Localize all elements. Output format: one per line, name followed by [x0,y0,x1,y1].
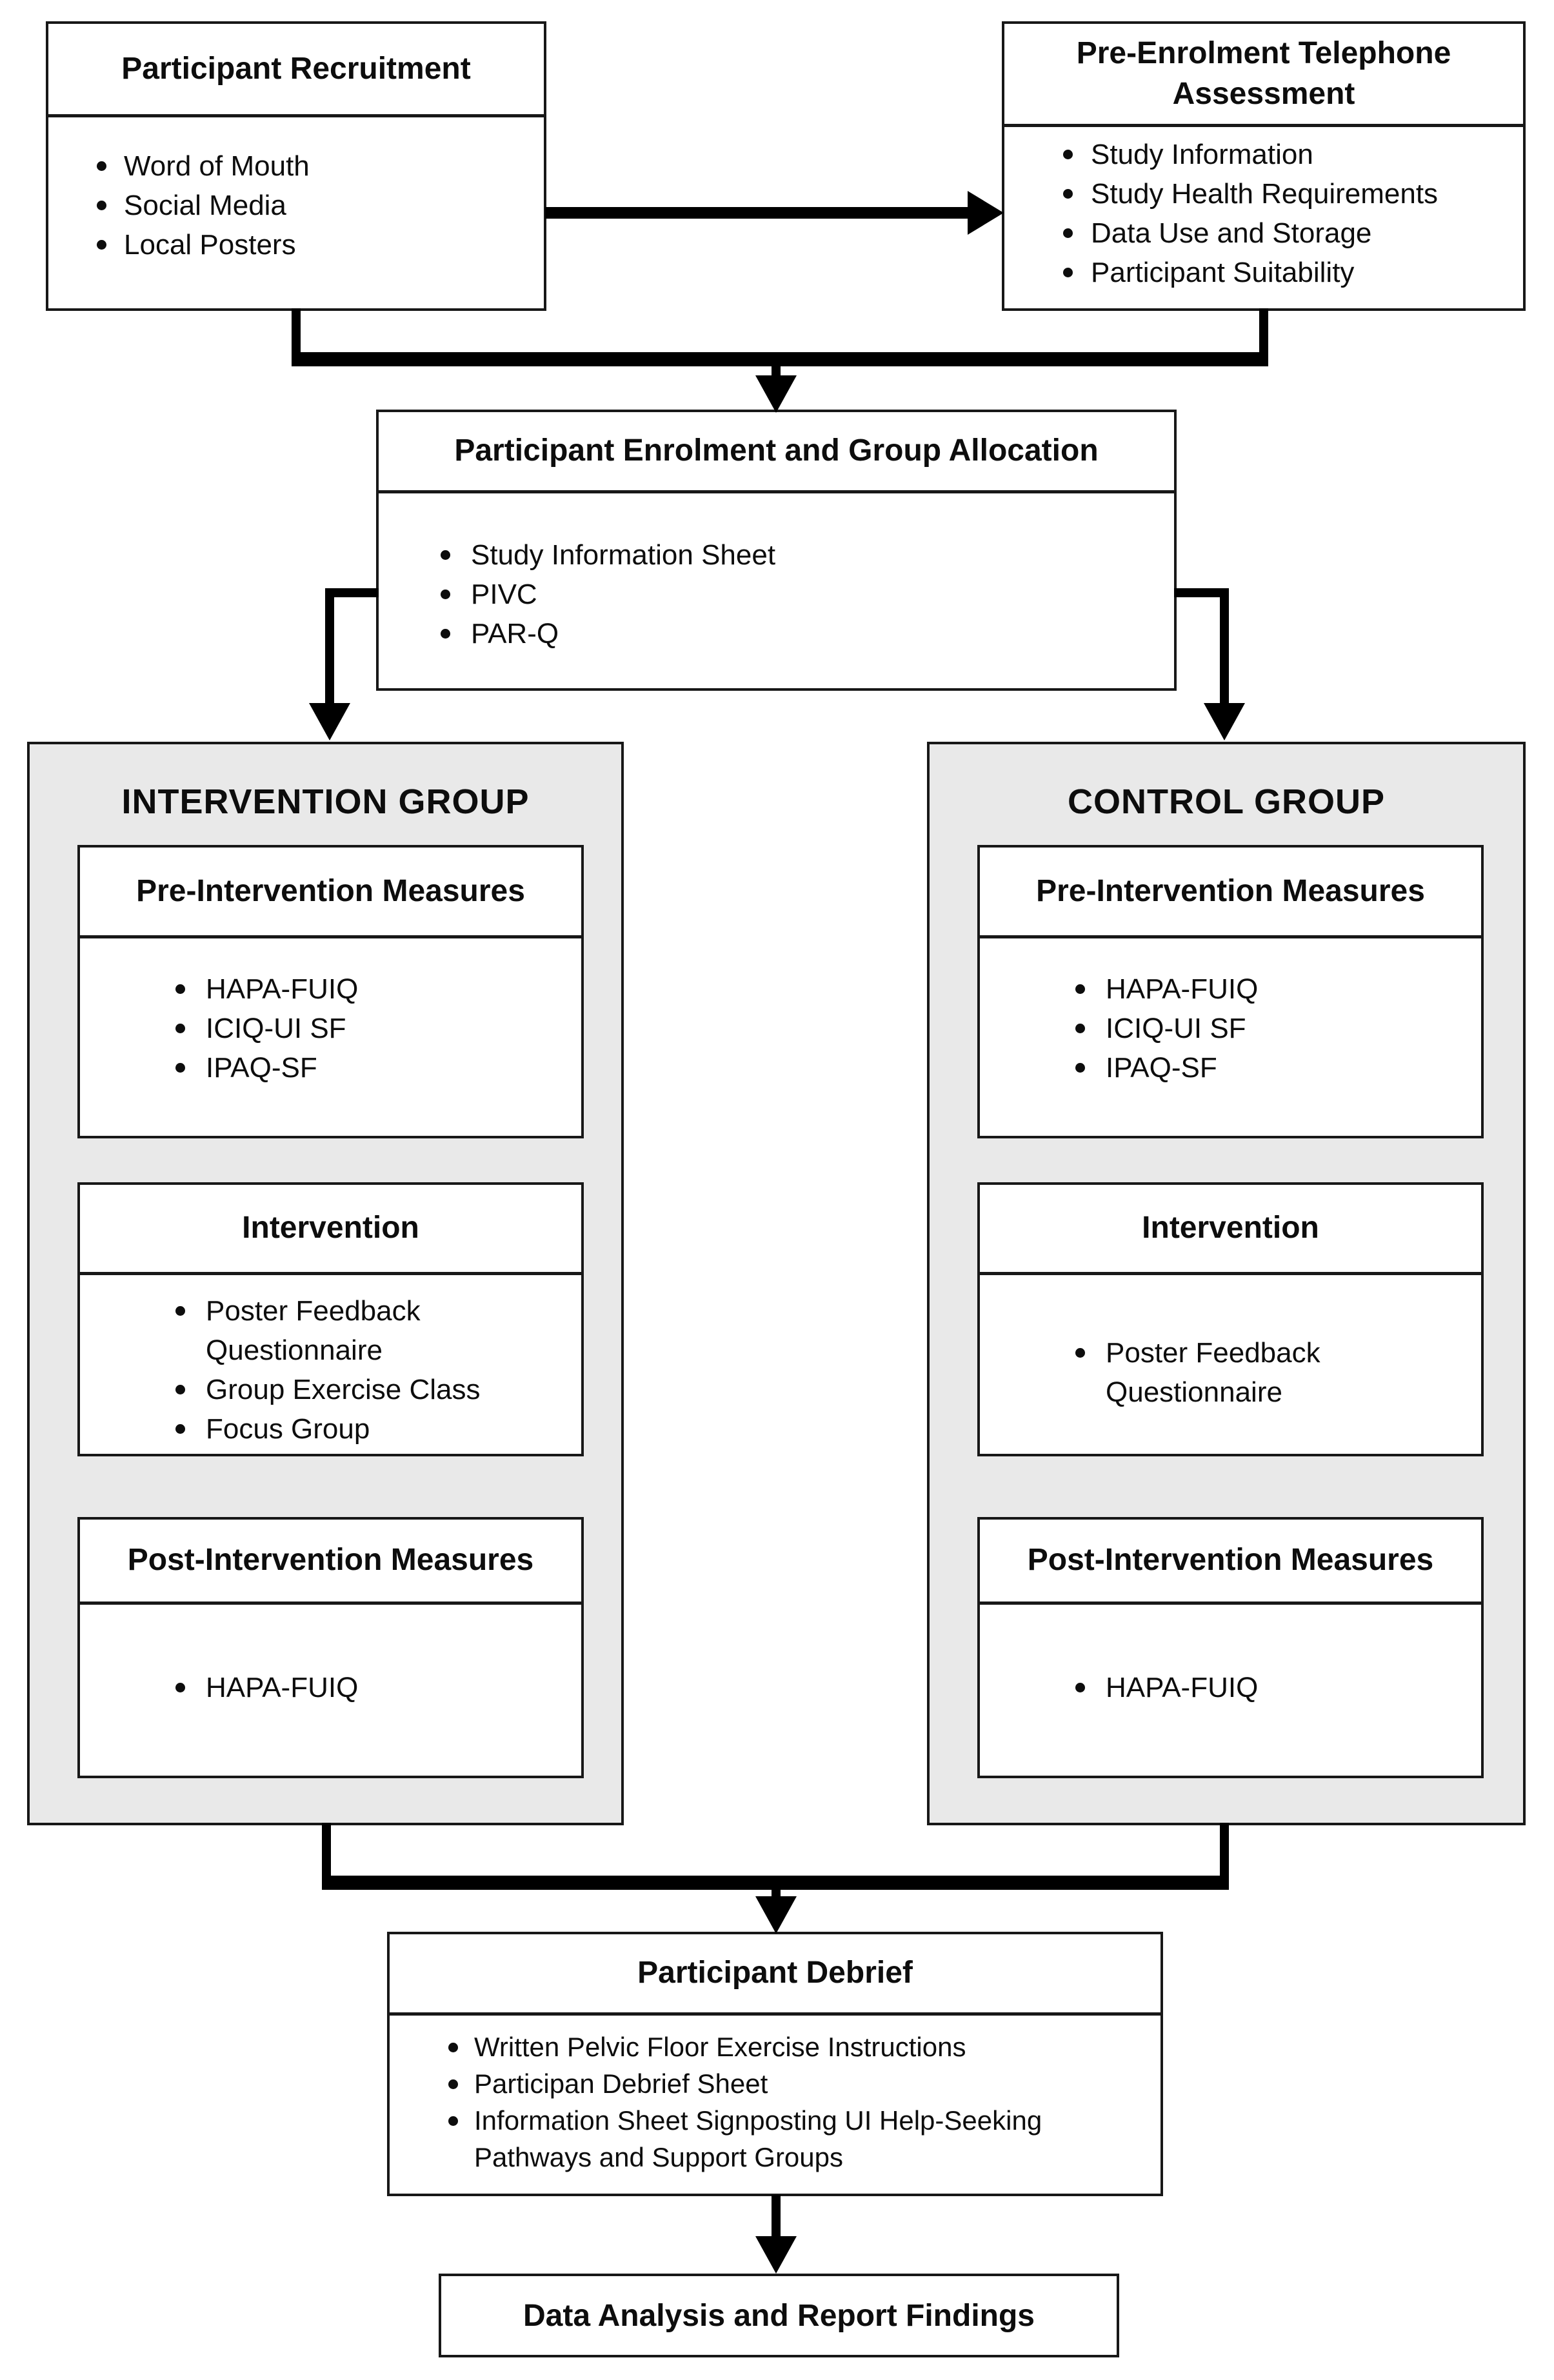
section-header: Pre-Intervention Measures [80,848,581,938]
list-item: PIVC [441,575,1148,614]
arrow-down-icon [309,703,350,740]
assessment-down-line [1259,308,1268,364]
arrow-down-icon [1204,703,1245,740]
section-body: Poster Feedback Questionnaire Group Exer… [80,1275,581,1454]
list-item: Word of Mouth [97,146,518,186]
enrolment-title: Participant Enrolment and Group Allocati… [454,433,1099,468]
list-item: Social Media [97,186,518,225]
debrief-down-line [772,2195,781,2237]
control-post-measures-box: Post-Intervention Measures HAPA-FUIQ [977,1517,1484,1778]
intervention-group-panel: INTERVENTION GROUP Pre-Intervention Meas… [27,742,624,1825]
section-title: Pre-Intervention Measures [136,873,525,908]
list-item: IPAQ-SF [175,1048,555,1087]
list-item: Study Information [1063,135,1497,174]
list-item: HAPA-FUIQ [175,969,555,1009]
section-title: Post-Intervention Measures [1027,1543,1434,1578]
list-item: Group Exercise Class [175,1370,555,1409]
list-item: Participant Suitability [1063,253,1497,292]
arrow-down-icon [755,375,797,413]
recruitment-to-assessment-line [545,207,974,219]
section-body: Poster Feedback Questionnaire [980,1275,1481,1454]
enrolment-list: Study Information Sheet PIVC PAR-Q [379,493,1174,653]
list-item: Information Sheet Signposting UI Help-Se… [448,2102,1135,2176]
list-item: Focus Group [175,1409,555,1449]
final-box: Data Analysis and Report Findings [439,2274,1119,2357]
recruitment-list: Word of Mouth Social Media Local Posters [48,117,544,264]
arrow-right-icon [968,191,1004,235]
section-list: HAPA-FUIQ [80,1605,581,1707]
control-intervention-box: Intervention Poster Feedback Questionnai… [977,1182,1484,1456]
recruitment-header: Participant Recruitment [48,24,544,117]
section-title: Intervention [1142,1211,1319,1245]
pre-enrolment-box: Pre-Enrolment Telephone Assessment Study… [1002,21,1526,311]
pre-enrolment-body: Study Information Study Health Requireme… [1004,127,1523,308]
section-body: HAPA-FUIQ ICIQ-UI SF IPAQ-SF [80,938,581,1136]
list-item: HAPA-FUIQ [1075,1668,1455,1707]
arrow-down-icon [755,2236,797,2274]
list-item: HAPA-FUIQ [175,1668,555,1707]
list-item: Local Posters [97,225,518,264]
intervention-pre-measures-box: Pre-Intervention Measures HAPA-FUIQ ICIQ… [77,845,584,1138]
section-header: Intervention [980,1185,1481,1275]
list-item: ICIQ-UI SF [175,1009,555,1048]
section-list: Poster Feedback Questionnaire Group Exer… [80,1275,581,1449]
recruitment-title: Participant Recruitment [121,51,471,86]
section-header: Intervention [80,1185,581,1275]
section-header: Pre-Intervention Measures [980,848,1481,938]
list-item: PAR-Q [441,614,1148,653]
section-header: Post-Intervention Measures [80,1520,581,1605]
section-list: HAPA-FUIQ [980,1605,1481,1707]
debrief-title: Participant Debrief [637,1956,913,1990]
list-item: Study Information Sheet [441,535,1148,575]
list-item: IPAQ-SF [1075,1048,1455,1087]
control-pre-measures-box: Pre-Intervention Measures HAPA-FUIQ ICIQ… [977,845,1484,1138]
section-list: Poster Feedback Questionnaire [980,1275,1481,1412]
section-title: Intervention [242,1211,419,1245]
debrief-body: Written Pelvic Floor Exercise Instructio… [390,2016,1161,2194]
section-list: HAPA-FUIQ ICIQ-UI SF IPAQ-SF [80,938,581,1087]
pre-enrolment-list: Study Information Study Health Requireme… [1004,127,1523,292]
final-title: Data Analysis and Report Findings [523,2298,1035,2333]
intervention-post-measures-box: Post-Intervention Measures HAPA-FUIQ [77,1517,584,1778]
split-right-down-line [1220,588,1229,704]
section-body: HAPA-FUIQ [80,1605,581,1776]
list-item: Written Pelvic Floor Exercise Instructio… [448,2028,1135,2065]
split-left-stub [325,588,379,597]
merge-bar-bottom [322,1876,1229,1890]
section-body: HAPA-FUIQ ICIQ-UI SF IPAQ-SF [980,938,1481,1136]
list-item: Poster Feedback Questionnaire [1075,1333,1455,1412]
enrolment-box: Participant Enrolment and Group Allocati… [376,410,1177,691]
intervention-group-title: INTERVENTION GROUP [121,782,530,821]
section-body: HAPA-FUIQ [980,1605,1481,1776]
merge-bar-top [292,352,1268,366]
enrolment-body: Study Information Sheet PIVC PAR-Q [379,493,1174,688]
section-title: Pre-Intervention Measures [1036,873,1425,908]
list-item: Study Health Requirements [1063,174,1497,213]
list-item: Participan Debrief Sheet [448,2065,1135,2102]
section-header: Post-Intervention Measures [980,1520,1481,1605]
recruitment-down-line [292,308,301,364]
pre-enrolment-title: Pre-Enrolment Telephone Assessment [1076,36,1451,111]
debrief-box: Participant Debrief Written Pelvic Floor… [387,1932,1163,2196]
control-group-panel: CONTROL GROUP Pre-Intervention Measures … [927,742,1526,1825]
group-left-down-line [322,1823,331,1881]
recruitment-box: Participant Recruitment Word of Mouth So… [46,21,546,311]
control-group-title: CONTROL GROUP [1067,782,1385,821]
list-item: HAPA-FUIQ [1075,969,1455,1009]
debrief-header: Participant Debrief [390,1934,1161,2016]
enrolment-header: Participant Enrolment and Group Allocati… [379,412,1174,493]
list-item: Poster Feedback Questionnaire [175,1291,555,1370]
arrow-down-icon [755,1896,797,1934]
group-right-down-line [1220,1823,1229,1881]
section-title: Post-Intervention Measures [127,1543,534,1578]
pre-enrolment-header: Pre-Enrolment Telephone Assessment [1004,24,1523,127]
split-left-down-line [325,588,334,704]
debrief-list: Written Pelvic Floor Exercise Instructio… [390,2016,1161,2176]
section-list: HAPA-FUIQ ICIQ-UI SF IPAQ-SF [980,938,1481,1087]
intervention-intervention-box: Intervention Poster Feedback Questionnai… [77,1182,584,1456]
split-right-stub [1174,588,1229,597]
list-item: Data Use and Storage [1063,213,1497,253]
recruitment-body: Word of Mouth Social Media Local Posters [48,117,544,308]
list-item: ICIQ-UI SF [1075,1009,1455,1048]
